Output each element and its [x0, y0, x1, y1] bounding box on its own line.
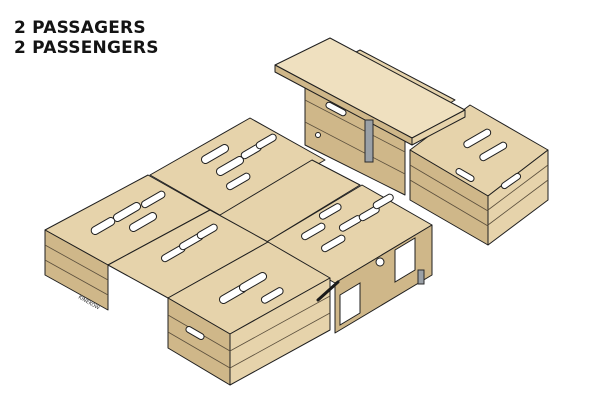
caption-english: 2 PASSENGERS	[14, 38, 159, 58]
caption: 2 PASSAGERS 2 PASSENGERS	[14, 18, 159, 58]
main-platform: KINEKOW	[44, 117, 433, 386]
caption-french: 2 PASSAGERS	[14, 18, 146, 38]
rear-module	[274, 37, 549, 246]
